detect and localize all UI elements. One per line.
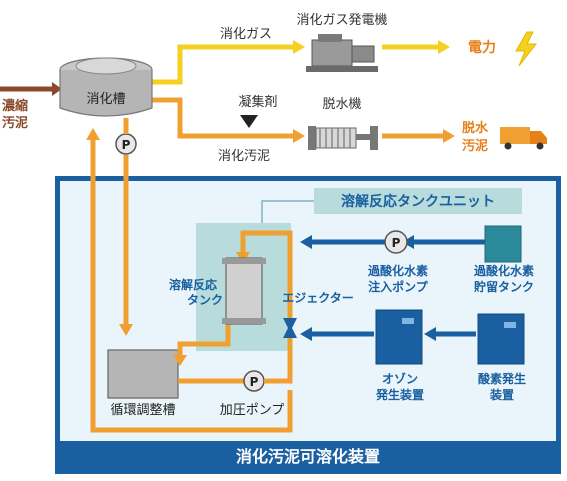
digested-sludge-arrowhead <box>293 129 305 143</box>
digester-tank-icon <box>59 57 153 117</box>
digestion-gas-label: 消化ガス <box>220 27 272 42</box>
concentrated-sludge-label-1: 濃縮 <box>2 98 28 114</box>
unit-title-box <box>314 188 522 214</box>
dewatered-sludge-arrowhead <box>443 129 455 143</box>
ozone-generator-label-2: 発生装置 <box>375 387 424 402</box>
oxygen-generator-label-1: 酸素発生 <box>478 371 526 386</box>
dewatering-machine-label: 脱水機 <box>322 97 361 112</box>
pump-letter-3: P <box>392 236 401 250</box>
system-box-inner <box>60 181 556 441</box>
gas-flow-arrowhead <box>293 40 305 54</box>
ozone-generator-label-1: オゾン <box>382 371 418 386</box>
return-arrowhead <box>86 128 100 140</box>
dewatered-sludge-label-1: 脱水 <box>462 120 489 136</box>
ozone-arrowhead <box>300 327 312 341</box>
digested-sludge-label: 消化汚泥 <box>218 149 270 164</box>
ejector-label: エジェクター <box>282 291 354 305</box>
reaction-tank-icon <box>222 257 266 325</box>
concentrated-sludge-label-2: 汚泥 <box>2 115 28 131</box>
h2o2-tank-icon <box>484 225 522 263</box>
pump-letter-2: P <box>250 375 259 389</box>
return-line <box>90 138 293 433</box>
sludge-inflow-arrowhead <box>52 82 62 96</box>
circulation-inflow-arrowhead <box>173 355 187 366</box>
ejector-to-tank-line <box>240 230 293 320</box>
h2o2-tank-label-2: 貯留タンク <box>474 279 534 294</box>
pump-letter-1: P <box>122 138 131 152</box>
electricity-arrowhead <box>438 40 450 54</box>
loop-down-arrowhead <box>119 324 133 336</box>
oxygen-generator-label-2: 装置 <box>489 387 514 402</box>
digested-sludge-line <box>150 97 295 139</box>
ejector-icon <box>283 318 297 338</box>
pump-to-ejector-line <box>264 336 293 384</box>
digester-label: 消化槽 <box>86 92 125 107</box>
ozone-generator-icon <box>375 309 423 365</box>
lightning-bolt-icon <box>515 31 538 67</box>
circulation-tank-label: 循環調整槽 <box>110 403 175 418</box>
reaction-tank-label-1: 溶解反応 <box>169 277 217 292</box>
truck-icon <box>500 127 547 150</box>
h2o2-pump-icon <box>384 230 408 254</box>
flocculant-label: 凝集剤 <box>238 94 277 110</box>
system-title: 消化汚泥可溶化装置 <box>236 447 380 466</box>
oxygen-arrowhead <box>424 327 436 341</box>
reaction-tank-label-2: タンク <box>187 293 223 307</box>
h2o2-tank-label-1: 過酸化水素 <box>473 263 534 278</box>
down-arrow-icon <box>240 115 258 128</box>
h2o2-pump-label-1: 過酸化水素 <box>367 263 428 278</box>
oxygen-generator-icon <box>477 313 525 365</box>
electricity-label: 電力 <box>468 39 496 56</box>
circulation-tank <box>107 349 179 399</box>
dewatering-machine-icon <box>308 126 378 150</box>
h2o2-pump-label-2: 注入ポンプ <box>368 279 429 294</box>
pressure-pump-label: 加圧ポンプ <box>220 403 285 418</box>
dewatered-sludge-label-2: 汚泥 <box>462 138 488 154</box>
h2o2-arrowhead-1 <box>402 235 414 249</box>
unit-title-connector <box>261 200 314 223</box>
unit-title: 溶解反応タンクユニット <box>341 193 495 210</box>
h2o2-arrowhead-2 <box>300 235 312 249</box>
tank-to-circulation-line <box>177 316 231 356</box>
gas-generator-label: 消化ガス発電機 <box>296 13 387 28</box>
generator-icon <box>306 34 378 72</box>
gas-flow-line <box>152 44 295 85</box>
